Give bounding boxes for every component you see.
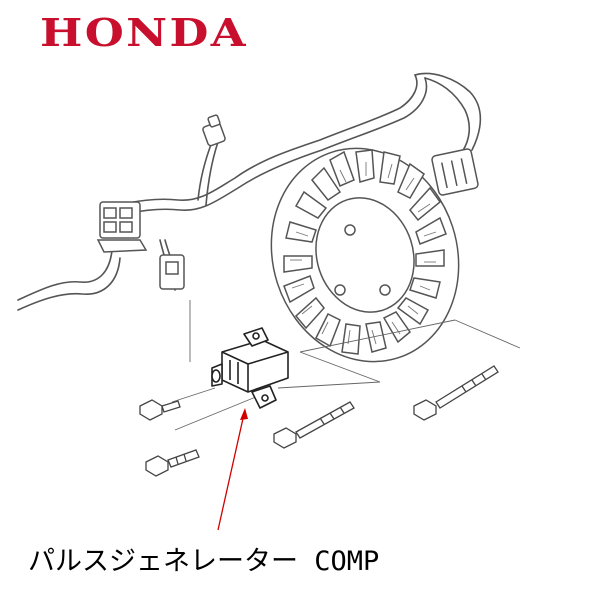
harness-coupler <box>96 201 148 253</box>
pulse-generator-part <box>211 327 289 409</box>
honda-logo: HONDA <box>40 10 248 55</box>
pointer-arrow <box>217 408 248 531</box>
terminal-connector <box>159 254 185 290</box>
flange-bolts <box>139 365 499 477</box>
part-name-label: パルスジェネレーター COMP <box>28 546 380 577</box>
stator-assembly <box>270 147 460 363</box>
bullet-connector <box>202 114 226 147</box>
stator-coupler <box>431 148 479 196</box>
leader-lines <box>171 300 521 431</box>
